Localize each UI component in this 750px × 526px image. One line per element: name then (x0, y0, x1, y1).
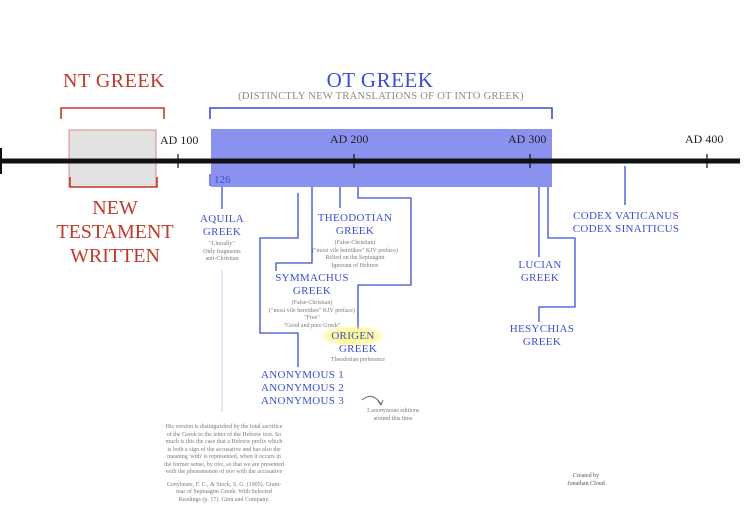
anonymous-1: ANONYMOUS 1 (261, 369, 345, 381)
anonymous-block: ANONYMOUS 1 ANONYMOUS 2 ANONYMOUS 3 (261, 369, 344, 408)
ot-greek-bracket (209, 107, 553, 119)
aquila-name-2: GREEK (202, 226, 242, 238)
aquila-note-3: anti-Christian (205, 256, 239, 262)
ntw-line-2: TESTAMENT (56, 221, 174, 243)
year-ad300: AD 300 (508, 132, 547, 146)
quote-line-5: meaning 'with' is represented, when it o… (167, 454, 281, 460)
theodotian-block: THEODOTIAN GREEK (False-Christian) ("mos… (305, 212, 405, 270)
year-ad200: AD 200 (330, 132, 369, 146)
citation-line-3: Readings (p. 17). Ginn and Company. (178, 496, 270, 503)
aquila-note-2: Only fragments (203, 248, 241, 255)
symmachus-note-3: "Free" (304, 315, 320, 321)
theodotian-name-1: THEODOTIAN (317, 212, 393, 224)
anonymous-note: 3 anonymous editions around this time (358, 408, 428, 423)
quote-line-3: much is this the case that a Hebrew pref… (165, 439, 283, 445)
anonymous-connector (259, 193, 299, 367)
aquila-name-1: AQUILA (200, 213, 244, 225)
theodotian-note-4: Ignorant of Hebrew (331, 262, 379, 269)
credit-line-1: Created by (572, 473, 600, 479)
year-ad400: AD 400 (685, 132, 724, 146)
origen-connector (357, 187, 412, 329)
theodotian-note-3: Relied on the Septuagint (325, 255, 385, 261)
quote-line-2: of the Greek to the letter of the Hebrew… (166, 431, 282, 438)
theodotian-note-2: ("most vile heretikes" KJV preface) (312, 247, 398, 254)
hesychias-name-1: HESYCHIAS (509, 323, 575, 335)
anonymous-note-1: 3 anonymous editions (366, 408, 420, 414)
symmachus-note-4: "Good and pure Greek" (283, 322, 341, 329)
symmachus-name-2: GREEK (292, 285, 332, 297)
origen-note-1: Theodotian preference (330, 357, 386, 363)
aquila-quote: His version is distinguished by the tota… (164, 424, 284, 504)
year-ad100: AD 100 (160, 133, 199, 147)
aquila-note-1: "Literally" (209, 241, 235, 247)
quote-line-7: with the phenomenon of σύν with the accu… (165, 469, 283, 475)
quote-line-6: the former sense, by σύν, so that we are… (164, 461, 284, 468)
new-testament-written-label: NEW TESTAMENT WRITTEN (48, 196, 182, 268)
lucian-block: LUCIAN GREEK (510, 259, 570, 285)
symmachus-block: SYMMACHUS GREEK (False-Christian) ("most… (262, 272, 362, 330)
nt-greek-bracket (60, 107, 165, 119)
hesychias-block: HESYCHIAS GREEK (507, 323, 577, 349)
symmachus-connector (275, 187, 313, 271)
hesychias-name-2: GREEK (522, 336, 562, 348)
quote-line-1: His version is distinguished by the tota… (165, 424, 283, 430)
origen-name-1: ORIGEN (321, 326, 385, 346)
quote-line-4: is both a sign of the accusative and has… (167, 446, 281, 453)
lucian-name-2: GREEK (520, 272, 560, 284)
ot-greek-subtitle: (DISTINCTLY NEW TRANSLATIONS OF OT INTO … (238, 91, 524, 102)
codex-sinaiticus: CODEX SINAITICUS (572, 223, 680, 235)
anonymous-2: ANONYMOUS 2 (261, 382, 345, 394)
citation-line-2: mar of Septuagint Greek: With Selected (176, 489, 272, 495)
credit: Created by Jonathan Cloud (556, 473, 616, 488)
lucian-name-1: LUCIAN (518, 259, 562, 271)
anonymous-3: ANONYMOUS 3 (261, 395, 345, 407)
ot-greek-title: OT GREEK (326, 68, 434, 92)
symmachus-name-1: SYMMACHUS (275, 272, 349, 284)
symmachus-note-2: ("most vile heretikes" KJV preface) (269, 307, 355, 314)
nt-greek-title: NT GREEK (63, 70, 165, 92)
symmachus-note-1: (False-Christian) (291, 300, 333, 306)
credit-line-2: Jonathan Cloud (567, 480, 605, 487)
hesychias-connector (538, 187, 576, 322)
anonymous-note-arrow (361, 395, 382, 405)
origen-block: ORIGEN GREEK Theodotian preference (321, 326, 394, 365)
theodotian-note-1: (False-Christian) (334, 240, 376, 246)
year-126: 126 (214, 174, 231, 186)
aquila-block: AQUILA GREEK "Literally" Only fragments … (192, 213, 252, 264)
ntw-line-3: WRITTEN (70, 245, 160, 267)
codex-vaticanus: CODEX VATICANUS (573, 210, 679, 222)
anonymous-note-2: around this time (373, 415, 413, 422)
codices-block: CODEX VATICANUS CODEX SINAITICUS (568, 210, 684, 236)
origen-name-2: GREEK (338, 343, 378, 355)
theodotian-name-2: GREEK (335, 225, 375, 237)
ot-period-band (211, 129, 552, 187)
citation-line-1: Conybeare, F. C., & Stock, S. G. (1905).… (166, 481, 282, 488)
ntw-line-1: NEW (92, 197, 138, 219)
nt-written-bracket (69, 177, 158, 188)
